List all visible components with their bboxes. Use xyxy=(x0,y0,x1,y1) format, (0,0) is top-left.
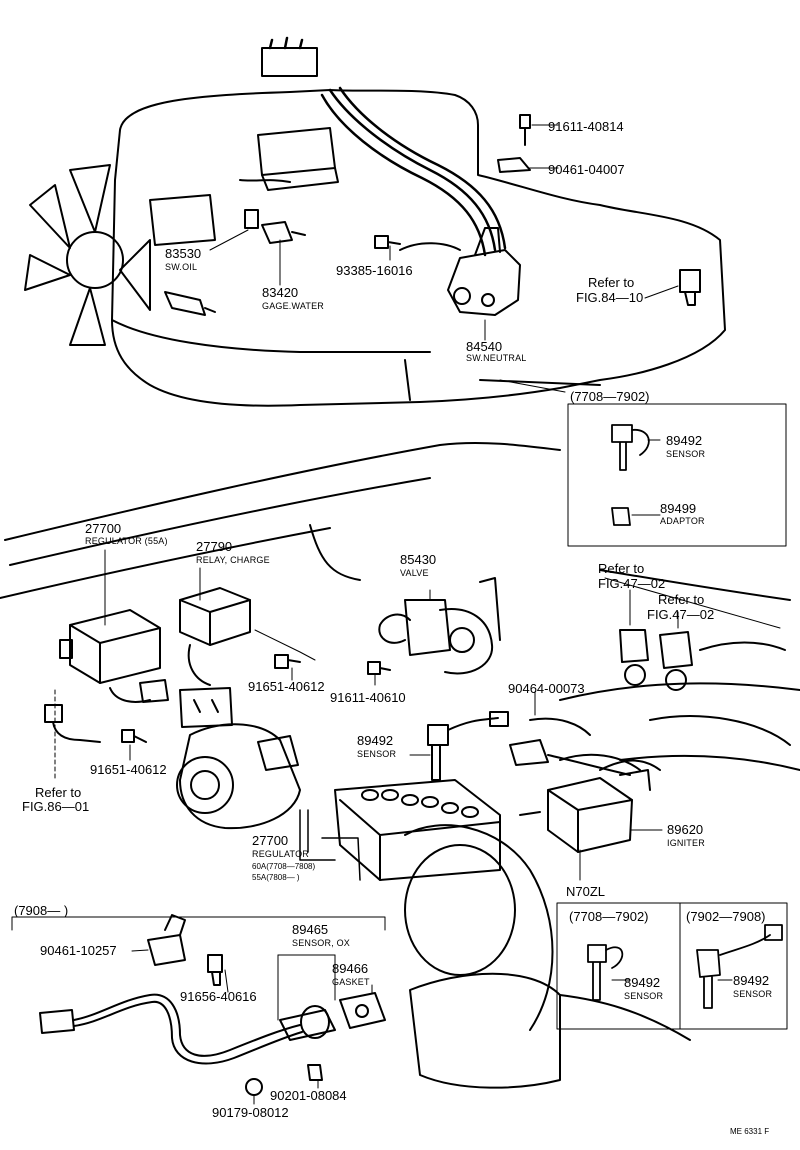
charge-relay-drawing xyxy=(179,587,251,728)
top-fasteners xyxy=(164,114,701,316)
oxygen-sensor-section xyxy=(11,914,386,1096)
figure-code: ME 6331 F xyxy=(730,1127,770,1136)
part-number-89499: 89499 xyxy=(660,501,697,516)
part-number-89465: 89465 xyxy=(292,922,329,937)
fig-ref-47-02-a: FIG.47—02 xyxy=(598,576,666,591)
desc-adaptor: ADAPTOR xyxy=(660,516,705,526)
desc-gage-water: GAGE.WATER xyxy=(262,301,325,311)
refer-to-label-a: Refer to xyxy=(588,275,635,290)
desc-sensor-bottom-right: SENSOR xyxy=(733,989,773,999)
part-number-89466: 89466 xyxy=(332,961,369,976)
desc-sensor-mid: SENSOR xyxy=(357,749,397,759)
regulator-bracket xyxy=(299,809,361,881)
regulator-60a-range: 60A(7708—7808) xyxy=(252,862,316,871)
part-number-89620: 89620 xyxy=(667,822,704,837)
part-number-83420: 83420 xyxy=(262,285,299,300)
refer-to-label-b: Refer to xyxy=(598,561,645,576)
mid-leader-lines xyxy=(54,549,781,881)
igniter-drawing xyxy=(519,759,661,853)
part-number-27790: 27790 xyxy=(196,539,233,554)
neutral-switch-drawing xyxy=(447,227,521,316)
desc-regulator: REGULATOR xyxy=(252,849,309,859)
part-number-91611-40610: 91611-40610 xyxy=(330,690,406,705)
part-number-89492-top: 89492 xyxy=(666,433,703,448)
desc-sensor-ox: SENSOR, OX xyxy=(292,938,351,948)
part-number-93385-16016: 93385-16016 xyxy=(336,263,413,278)
part-number-89492-mid: 89492 xyxy=(357,733,394,748)
desc-regulator-55a: REGULATOR (55A) xyxy=(85,536,168,546)
fig-ref-84-10: FIG.84—10 xyxy=(576,290,644,305)
desc-gasket: GASKET xyxy=(332,977,370,987)
mid-sensor-drawing xyxy=(427,711,509,781)
part-number-91656-40616: 91656-40616 xyxy=(180,989,257,1004)
desc-sw-neutral: SW.NEUTRAL xyxy=(466,353,527,363)
part-number-90201-08084: 90201-08084 xyxy=(270,1088,347,1103)
bottom-leader-lines xyxy=(131,949,373,1105)
top-leader-lines xyxy=(209,124,679,393)
part-number-90461-10257: 90461-10257 xyxy=(40,943,117,958)
mid-fasteners xyxy=(44,654,391,743)
fig-ref-86-01: FIG.86—01 xyxy=(22,799,90,814)
part-number-85430: 85430 xyxy=(400,552,437,567)
part-number-90179-08012: 90179-08012 xyxy=(212,1105,289,1120)
part-number-89492-bottom-left: 89492 xyxy=(624,975,661,990)
fig-ref-47-02-b: FIG.47—02 xyxy=(647,607,715,622)
part-number-84540: 84540 xyxy=(466,339,503,354)
mid-wiring-harness xyxy=(509,717,631,776)
desc-sensor-top: SENSOR xyxy=(666,449,706,459)
date-range-7902-7908: (7902—7908) xyxy=(686,909,766,924)
refer-to-label-d: Refer to xyxy=(35,785,82,800)
desc-valve: VALVE xyxy=(400,568,429,578)
part-number-91651-40612-b: 91651-40612 xyxy=(90,762,167,777)
valve-drawing xyxy=(378,577,501,675)
date-range-7708-7902-bottom: (7708—7902) xyxy=(569,909,649,924)
desc-sensor-bottom-left: SENSOR xyxy=(624,991,664,1001)
desc-relay-charge: RELAY, CHARGE xyxy=(196,555,270,565)
desc-igniter: IGNITER xyxy=(667,838,705,848)
regulator-55a-drawing xyxy=(59,609,169,703)
part-number-91651-40612-a: 91651-40612 xyxy=(248,679,325,694)
alternator-drawing xyxy=(176,723,301,830)
engine-block-illustration xyxy=(111,89,726,407)
part-number-83530: 83530 xyxy=(165,246,202,261)
part-number-89492-bottom-right: 89492 xyxy=(733,973,770,988)
part-number-90464-00073: 90464-00073 xyxy=(508,681,585,696)
part-number-27700-b: 27700 xyxy=(252,833,289,848)
top-wiring-harness xyxy=(261,36,507,257)
part-number-90461-04007: 90461-04007 xyxy=(548,162,625,177)
cooling-fan xyxy=(24,164,151,346)
model-n70zl: N70ZL xyxy=(566,884,606,899)
part-number-91611-40814: 91611-40814 xyxy=(548,119,624,134)
refer-to-label-c: Refer to xyxy=(658,592,705,607)
sensor-boxes-bottom xyxy=(556,902,788,1030)
date-range-7708-7902-top: (7708—7902) xyxy=(570,389,650,404)
regulator-55a-range: 55A(7808— ) xyxy=(252,873,300,882)
chassis-frame xyxy=(0,441,800,771)
exhaust-pipe-drawing xyxy=(409,972,691,1089)
part-number-27700-a: 27700 xyxy=(85,521,122,536)
desc-sw-oil: SW.OIL xyxy=(165,262,198,272)
date-range-7908: (7908— ) xyxy=(14,903,69,918)
sensor-box-7708-7902 xyxy=(567,403,787,547)
fig47-sensors xyxy=(619,629,786,691)
